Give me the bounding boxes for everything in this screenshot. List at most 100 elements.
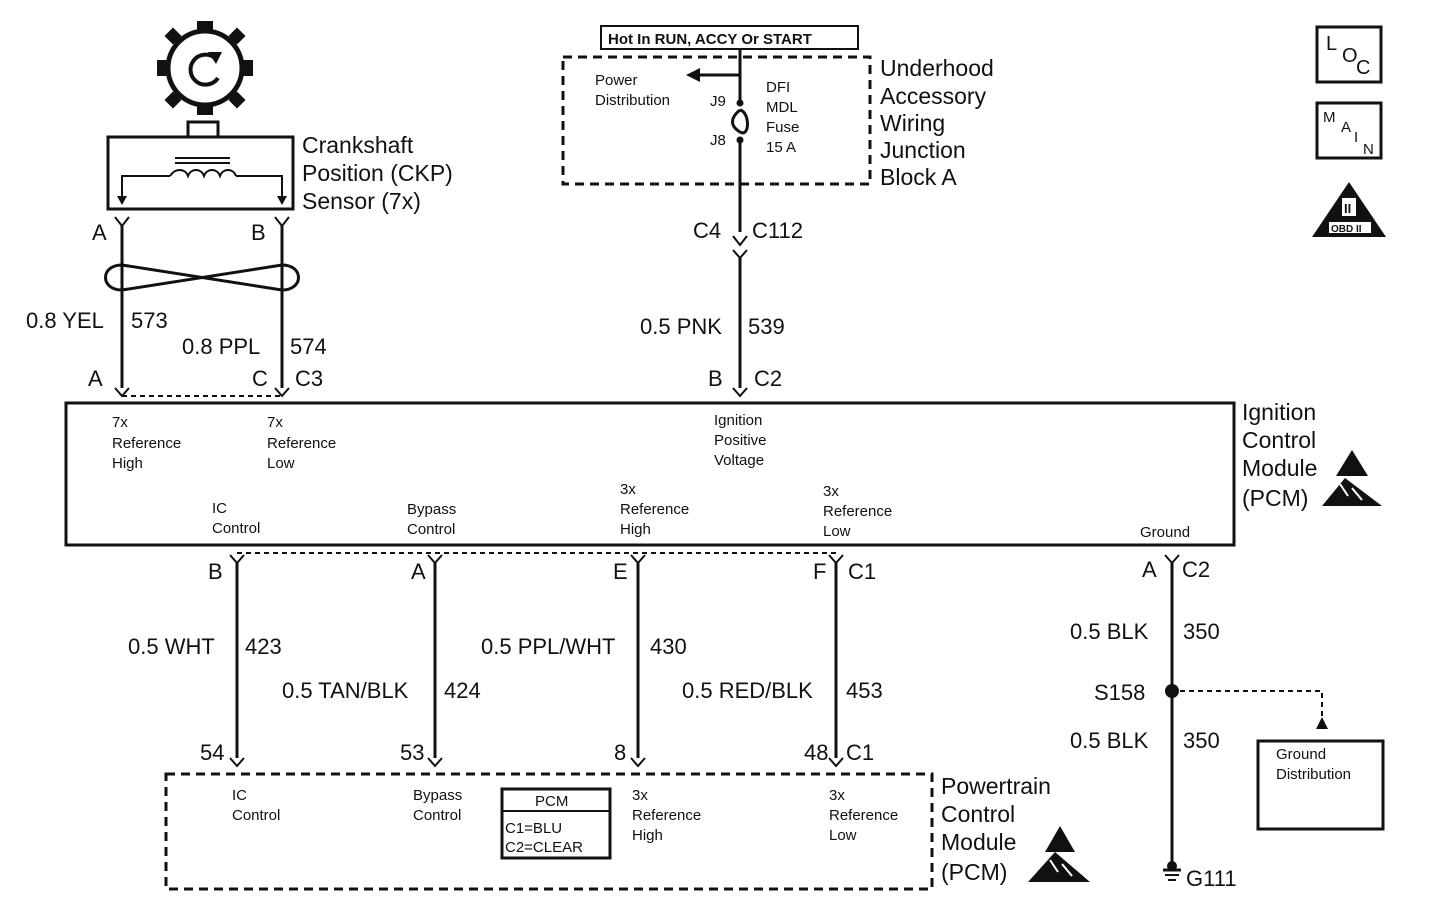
svg-text:II: II (1344, 201, 1351, 216)
icm-label-7x-ref-low: 7x Reference Low (267, 414, 340, 472)
obd-ii-icon[interactable]: II OBD II (1312, 182, 1386, 237)
icm-label-3x-ref-low: 3x Reference Low (823, 483, 896, 540)
ground-distribution-box[interactable] (1256, 739, 1385, 831)
wire-453-color: 0.5 RED/BLK (682, 678, 813, 703)
ignition-control-module (64, 401, 1236, 547)
main-icon[interactable]: M A I N (1315, 101, 1383, 160)
wire-350-upper-color: 0.5 BLK (1070, 619, 1149, 644)
svg-text:M: M (1323, 109, 1336, 126)
icm-label-ground: Ground (1140, 524, 1190, 541)
fuse-j9: J9 (710, 93, 726, 110)
esd-warning-icon-pcm (1028, 826, 1090, 882)
svg-text:C: C (1356, 57, 1370, 79)
fuse-name: DFI MDL Fuse 15 A (766, 79, 804, 156)
feed-wire (697, 49, 742, 77)
wire-424-color: 0.5 TAN/BLK (282, 678, 409, 703)
icm-pin-a-bottom: A (411, 559, 426, 584)
conn-c112: C112 (752, 218, 803, 243)
icm-pin-e-bottom: E (613, 559, 628, 584)
splice-s158-label: S158 (1094, 680, 1145, 705)
icm-bottom-connector-c2 (1164, 554, 1180, 565)
svg-text:I: I (1354, 129, 1358, 146)
svg-text:PCM: PCM (535, 793, 568, 810)
svg-text:N: N (1363, 141, 1374, 158)
underhood-junction-block (561, 55, 872, 186)
svg-text:C1=BLU: C1=BLU (505, 820, 562, 837)
pcm-label-ic-control: IC Control (232, 787, 280, 824)
pcm-label-3x-ref-low: 3x Reference Low (829, 787, 902, 844)
pcm-connector (229, 757, 844, 768)
pcm-pin-8: 8 (614, 740, 626, 765)
pcm-label-3x-ref-high: 3x Reference High (632, 787, 705, 844)
wire-350-lower-color: 0.5 BLK (1070, 728, 1149, 753)
pcm-pin-53: 53 (400, 740, 424, 765)
wire-453-circuit: 453 (846, 678, 883, 703)
icm-bottom-connector-c1 (229, 554, 844, 565)
ground-icon (1163, 861, 1181, 881)
fuse-j8: J8 (710, 132, 726, 149)
fuse-symbol (731, 75, 749, 232)
ckp-sensor-body (106, 135, 295, 211)
ground-g111: G111 (1186, 866, 1237, 891)
powertrain-control-module (164, 772, 934, 891)
fuse-terminal-j9 (736, 99, 744, 107)
wire-350-lower-circuit: 350 (1183, 728, 1220, 753)
wire-573-color: 0.8 YEL (26, 308, 104, 333)
svg-text:L: L (1326, 33, 1337, 55)
pcm-pin-48: 48 (804, 740, 828, 765)
hot-label: Hot In RUN, ACCY Or START (608, 31, 812, 48)
pcm-pin-54: 54 (200, 740, 224, 765)
icm-label-7x-ref-high: 7x Reference High (112, 414, 185, 472)
wire-430-circuit: 430 (650, 634, 687, 659)
wire-574-color: 0.8 PPL (182, 334, 260, 359)
power-distribution-label: Power Distribution (595, 72, 670, 109)
splice-to-ground-distribution (1180, 690, 1323, 720)
icm-conn-c2-top: C2 (754, 366, 782, 391)
pcm-name: Powertrain Control Module (PCM) (941, 773, 1057, 885)
wire-430-color: 0.5 PPL/WHT (481, 634, 615, 659)
icm-conn-c2-bottom: C2 (1182, 557, 1210, 582)
wire-350-upper-circuit: 350 (1183, 619, 1220, 644)
loc-icon[interactable]: L O C (1315, 25, 1383, 84)
junction-block-name: Underhood Accessory Wiring Junction Bloc… (880, 55, 1000, 190)
icm-conn-c1: C1 (848, 559, 876, 584)
arrow-left-icon (686, 68, 700, 82)
ground-distribution-label: Ground Distribution (1276, 746, 1351, 783)
wire-573-circuit: 573 (131, 308, 168, 333)
coil-icon (117, 157, 287, 205)
fuse-terminal-j8 (736, 136, 744, 144)
esd-warning-icon (1322, 450, 1382, 506)
icm-pin-b-top: B (708, 366, 723, 391)
wire-423-color: 0.5 WHT (128, 634, 215, 659)
hot-label-box (600, 25, 859, 50)
icm-label-ic-control: IC Control (212, 500, 260, 537)
icm-pin-f-bottom: F (813, 559, 826, 584)
ckp-pin-b: B (251, 220, 266, 245)
icm-label-ignition-positive: Ignition Positive Voltage (714, 412, 771, 469)
wire-539-color: 0.5 PNK (640, 314, 722, 339)
svg-text:A: A (1341, 119, 1351, 136)
wire-424-circuit: 424 (444, 678, 481, 703)
svg-text:OBD II: OBD II (1331, 224, 1362, 235)
connector-c112 (732, 235, 748, 260)
icm-name: Ignition Control Module (PCM) (1242, 399, 1324, 511)
svg-text:O: O (1342, 45, 1358, 67)
ckp-pin-a: A (92, 220, 107, 245)
svg-text:C2=CLEAR: C2=CLEAR (505, 839, 583, 856)
icm-pin-c-top: C (252, 366, 268, 391)
icm-pin-a-ground: A (1142, 557, 1157, 582)
ckp-sensor-name: Crankshaft Position (CKP) Sensor (7x) (302, 132, 459, 214)
icm-pin-b-bottom: B (208, 559, 223, 584)
conn-c4: C4 (693, 218, 721, 243)
wire-423-circuit: 423 (245, 634, 282, 659)
icm-label-bypass-control: Bypass Control (407, 501, 460, 538)
icm-pin-a-top: A (88, 366, 103, 391)
icm-conn-c3: C3 (295, 366, 323, 391)
wire-539-circuit: 539 (748, 314, 785, 339)
pcm-conn-c1: C1 (846, 740, 874, 765)
splice-s158 (1165, 684, 1179, 698)
pcm-connector-legend: PCM C1=BLU C2=CLEAR (500, 787, 612, 860)
reluctor-wheel-icon (157, 21, 253, 115)
arrow-up-icon (1316, 717, 1328, 729)
